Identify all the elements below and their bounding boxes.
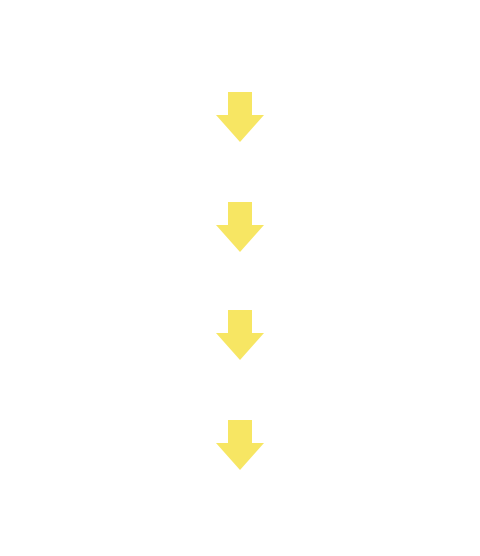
down-arrow-icon	[216, 310, 264, 360]
down-arrow-icon	[216, 420, 264, 470]
down-arrow-icon	[216, 202, 264, 252]
down-arrow-icon	[216, 92, 264, 142]
